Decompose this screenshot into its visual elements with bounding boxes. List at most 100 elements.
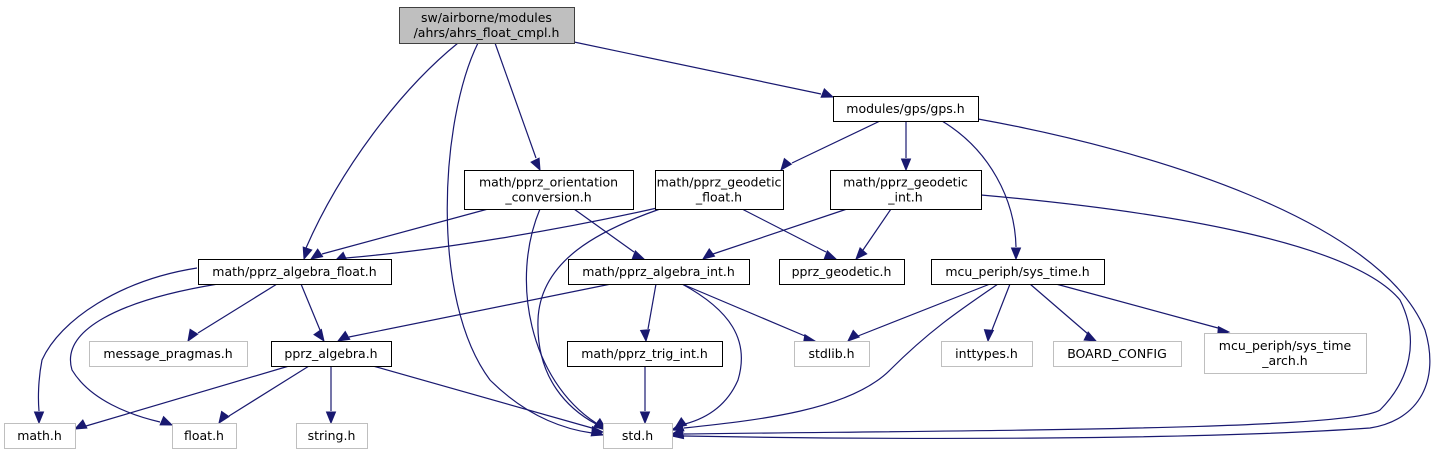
- node-label: math/pprz_algebra_float.h: [212, 264, 376, 279]
- edge-alg-to-float: [218, 365, 310, 425]
- edge-algfloat-to-math: [33, 267, 198, 425]
- edge-systime-to-std: [670, 283, 999, 432]
- edge-systime-to-systimearch: [1055, 283, 1231, 337]
- edge-line: [647, 283, 657, 330]
- edge-alg-to-string: [325, 366, 337, 425]
- edge-line: [1055, 283, 1219, 329]
- edge-line: [537, 208, 661, 425]
- node-label: mcu_periph/sys_time: [1219, 338, 1352, 353]
- edge-line: [494, 42, 537, 159]
- node-label: message_pragmas.h: [103, 346, 232, 361]
- node-stdlib: stdlib.h: [794, 341, 870, 367]
- edge-line: [573, 41, 822, 95]
- node-string: string.h: [296, 423, 368, 449]
- node-float: float.h: [172, 423, 237, 449]
- node-std: std.h: [603, 423, 673, 449]
- node-box: [399, 7, 575, 44]
- edge-algfloat-to-msgprag: [187, 283, 278, 343]
- node-box: [941, 341, 1033, 367]
- arrowhead-icon: [187, 328, 199, 343]
- arrowhead-icon: [302, 246, 313, 261]
- arrowhead-icon: [639, 329, 651, 343]
- node-label: modules/gps/gps.h: [846, 101, 964, 116]
- node-box: [296, 423, 368, 449]
- node-geodetic[interactable]: pprz_geodetic.h: [779, 259, 905, 285]
- edge-algfloat-to-alg: [300, 283, 325, 343]
- arrowhead-icon: [780, 157, 793, 172]
- edge-gps-to-geoint: [900, 121, 912, 172]
- edge-systime-to-inttypes: [983, 283, 1011, 343]
- node-label: math/pprz_algebra_int.h: [582, 264, 735, 279]
- node-box: [794, 341, 870, 367]
- arrowhead-icon: [820, 87, 835, 98]
- edge-line: [857, 283, 991, 337]
- node-geoint[interactable]: math/pprz_geodetic_int.h: [830, 170, 982, 210]
- edge-line: [300, 283, 321, 331]
- arrowhead-icon: [159, 415, 174, 426]
- node-label: stdlib.h: [808, 346, 854, 361]
- node-label: math.h: [17, 428, 62, 443]
- node-label: std.h: [622, 428, 653, 443]
- edge-line: [69, 283, 219, 423]
- arrowhead-icon: [1083, 331, 1098, 342]
- node-box: [568, 259, 750, 285]
- node-systimearch: mcu_periph/sys_time_arch.h: [1204, 333, 1367, 374]
- edge-ahrs-to-gps: [573, 41, 835, 98]
- node-label: float.h: [184, 428, 224, 443]
- edge-orient-to-algint: [573, 208, 646, 260]
- node-math: math.h: [4, 423, 76, 449]
- node-label: BOARD_CONFIG: [1067, 346, 1167, 361]
- arrowhead-icon: [33, 411, 45, 425]
- node-label: pprz_geodetic.h: [792, 264, 892, 279]
- node-systime[interactable]: mcu_periph/sys_time.h: [931, 259, 1105, 285]
- node-label: _conversion.h: [504, 190, 591, 205]
- nodes-layer: sw/airborne/modules/ahrs/ahrs_float_cmpl…: [4, 7, 1367, 449]
- node-label: sw/airborne/modules: [421, 10, 552, 25]
- edge-ahrs-to-orient: [494, 42, 541, 172]
- node-box: [1053, 341, 1182, 367]
- node-geofloat[interactable]: math/pprz_geodetic_float.h: [655, 170, 784, 210]
- node-label: _arch.h: [1261, 353, 1307, 368]
- edge-line: [991, 283, 1011, 331]
- edge-algint-to-stdlib: [681, 283, 817, 345]
- node-orient[interactable]: math/pprz_orientation_conversion.h: [464, 170, 634, 210]
- node-box: [830, 170, 982, 210]
- edge-algint-to-trig: [639, 283, 657, 343]
- node-trig[interactable]: math/pprz_trig_int.h: [567, 341, 723, 367]
- edge-line: [681, 283, 806, 337]
- edge-line: [681, 283, 742, 425]
- edge-line: [85, 365, 290, 427]
- node-algint[interactable]: math/pprz_algebra_int.h: [568, 259, 750, 285]
- node-algfloat[interactable]: math/pprz_algebra_float.h: [198, 259, 392, 285]
- node-board: BOARD_CONFIG: [1053, 341, 1182, 367]
- edge-line: [525, 208, 597, 424]
- edge-line: [228, 365, 310, 417]
- arrowhead-icon: [701, 247, 716, 260]
- edge-systime-to-board: [1029, 283, 1098, 342]
- edge-line: [372, 365, 593, 429]
- arrowhead-icon: [670, 421, 685, 432]
- arrowhead-icon: [900, 158, 912, 172]
- node-box: [931, 259, 1105, 285]
- edge-geofloat-to-geodetic: [741, 208, 838, 260]
- node-alg[interactable]: pprz_algebra.h: [271, 341, 392, 367]
- arrowhead-icon: [218, 410, 230, 425]
- edge-algint-to-alg: [336, 283, 612, 342]
- edge-alg-to-math: [73, 365, 290, 430]
- node-box: [172, 423, 237, 449]
- node-box: [833, 96, 979, 122]
- edge-gps-to-geofloat: [780, 120, 881, 172]
- node-box: [464, 170, 634, 210]
- arrowhead-icon: [639, 411, 651, 425]
- node-label: _int.h: [887, 190, 922, 205]
- edge-line: [305, 42, 459, 249]
- edge-algfloat-to-float: [69, 283, 219, 426]
- node-label: math/pprz_geodetic: [843, 175, 968, 190]
- arrowhead-icon: [1010, 247, 1022, 261]
- edge-line: [683, 283, 999, 429]
- node-gps[interactable]: modules/gps/gps.h: [833, 96, 979, 122]
- edge-trig-to-std: [639, 366, 651, 425]
- node-box: [89, 341, 248, 367]
- node-ahrs: sw/airborne/modules/ahrs/ahrs_float_cmpl…: [399, 7, 575, 44]
- arrowhead-icon: [855, 246, 868, 260]
